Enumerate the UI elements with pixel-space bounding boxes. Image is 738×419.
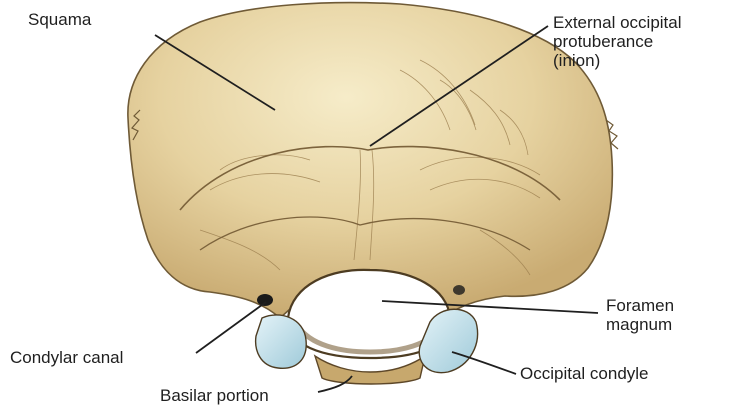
condylar-canal-hole [257, 294, 273, 306]
label-condylar-canal: Condylar canal [10, 348, 123, 367]
left-condyle-shape [256, 315, 307, 368]
label-squama: Squama [28, 10, 91, 29]
label-occipital-condyle: Occipital condyle [520, 364, 649, 383]
basilar-portion-shape [315, 356, 425, 384]
label-foramen-magnum: Foramen magnum [606, 296, 674, 334]
label-external-occipital-protuberance: External occipital protuberance (inion) [553, 13, 738, 70]
label-basilar-portion: Basilar portion [160, 386, 269, 405]
